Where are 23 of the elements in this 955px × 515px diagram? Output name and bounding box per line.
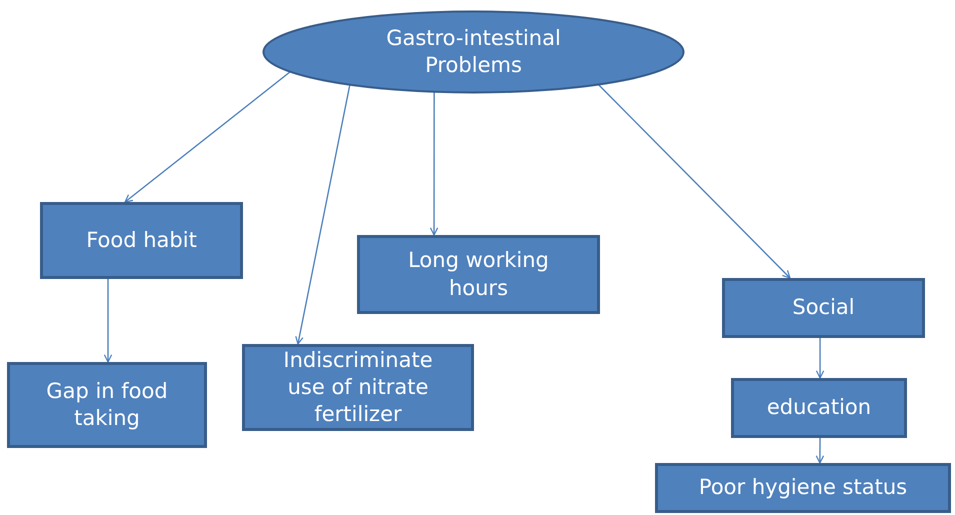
process-box — [357, 235, 600, 314]
node-label: Food habit — [85, 226, 198, 254]
process-box — [242, 344, 474, 431]
process-box — [655, 463, 951, 513]
node-label: Poor hygiene status — [698, 474, 908, 502]
process-box — [731, 378, 907, 438]
ellipse-node — [262, 10, 685, 94]
arrow — [295, 84, 351, 345]
arrow — [816, 438, 824, 464]
node-label: Social — [791, 294, 856, 322]
node-label: Gap in food taking — [45, 378, 169, 432]
node-label: Long working hours — [407, 247, 550, 302]
arrow — [597, 84, 791, 279]
arrow — [430, 92, 438, 236]
node-label: education — [766, 394, 872, 422]
arrow — [124, 71, 290, 203]
node-label: Gastro-intestinal Problems — [385, 24, 562, 79]
arrow — [104, 279, 112, 363]
node-label: Indiscriminate use of nitrate fertilizer — [282, 346, 434, 428]
arrow — [816, 338, 824, 379]
process-box — [7, 362, 207, 448]
process-box — [40, 202, 243, 279]
process-box — [722, 278, 925, 338]
